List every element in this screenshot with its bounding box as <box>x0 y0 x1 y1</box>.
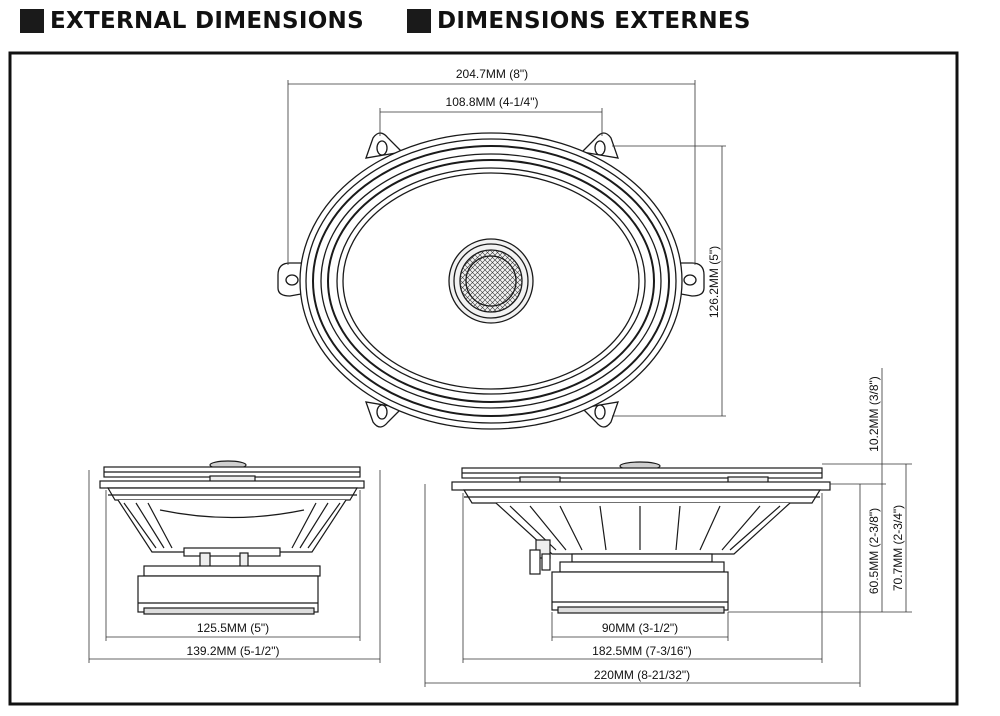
dim-magnet-diameter: 90MM (3-1/2") <box>602 621 678 635</box>
dim-cutout-width: 182.5MM (7-3/16") <box>592 644 692 658</box>
dim-side-outer-width: 139.2MM (5-1/2") <box>187 644 280 658</box>
mount-ear-bottom-right <box>580 401 619 428</box>
header-dimensions-externes: DIMENSIONS EXTERNES <box>407 8 751 34</box>
speaker-top-view <box>277 132 705 430</box>
dim-height-top: 126.2MM (5") <box>707 246 721 318</box>
dim-hole-spacing: 108.8MM (4-1/4") <box>446 95 539 109</box>
dim-frame-width: 220MM (8-21/32") <box>594 668 690 682</box>
side-short-dimension-lines <box>88 470 381 663</box>
mount-ear-top-left <box>365 132 404 159</box>
header-title-en: EXTERNAL DIMENSIONS <box>50 8 364 34</box>
header-square-icon <box>20 9 44 33</box>
header-title-fr: DIMENSIONS EXTERNES <box>437 8 751 34</box>
header-square-icon <box>407 9 431 33</box>
dim-side-inner-width: 125.5MM (5") <box>197 621 269 635</box>
speaker-side-view-short <box>99 460 365 615</box>
top-view-dimension-lines <box>287 80 726 417</box>
dim-flange-thickness: 10.2MM (3/8") <box>867 376 881 452</box>
speaker-side-view-long <box>451 461 831 614</box>
mount-ear-top-right <box>580 132 619 159</box>
diagram-border <box>8 51 959 706</box>
dim-mount-depth: 60.5MM (2-3/8") <box>867 508 881 594</box>
header-external-dimensions: EXTERNAL DIMENSIONS <box>20 8 364 34</box>
dim-total-depth: 70.7MM (2-3/4") <box>891 505 905 591</box>
dim-overall-width: 204.7MM (8") <box>456 67 528 81</box>
side-long-dimension-lines <box>424 368 912 687</box>
